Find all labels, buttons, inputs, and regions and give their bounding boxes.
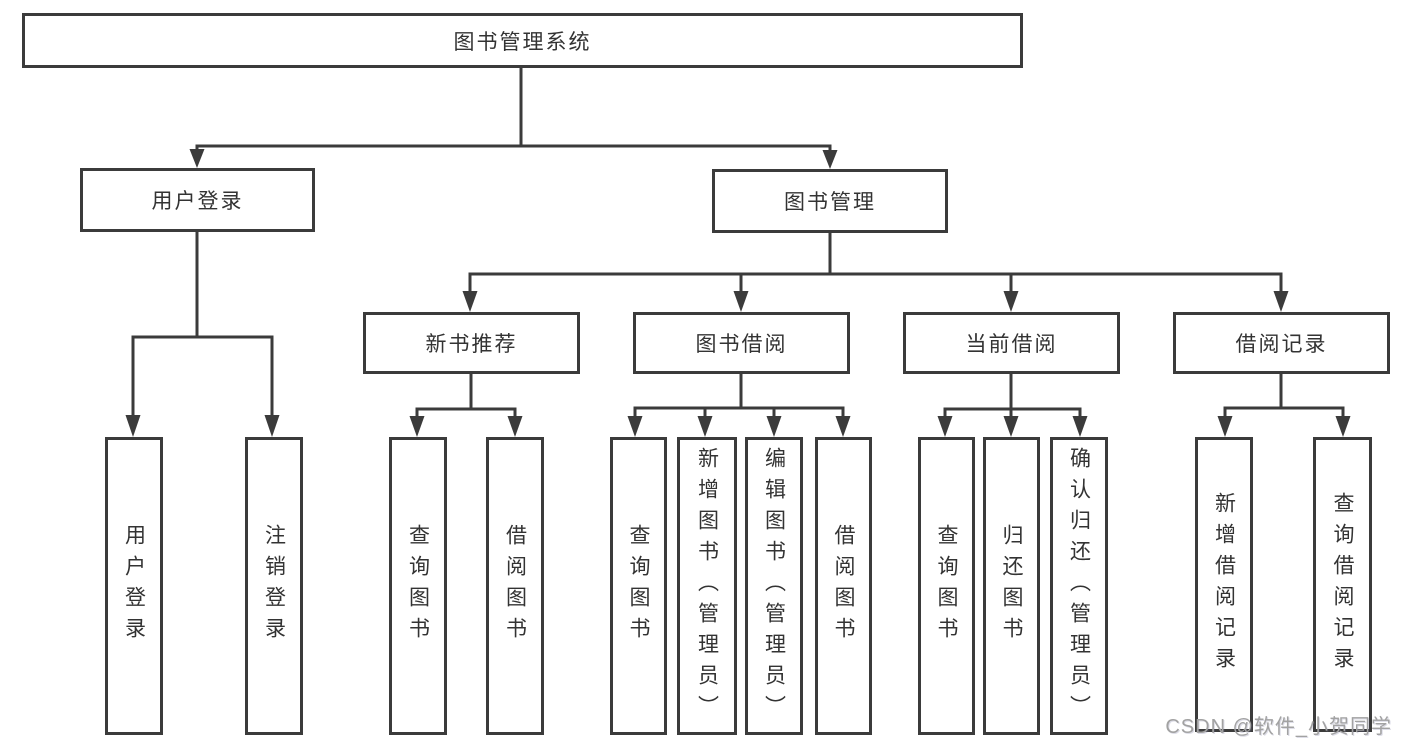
watermark: CSDN @软件_小贺同学 (1165, 716, 1392, 738)
node-book-management: 图书管理 (712, 169, 948, 233)
leaf-add-book-admin: 新增图书（管理员） (677, 437, 737, 735)
leaf-logout: 注销登录 (245, 437, 303, 735)
leaf-query-books-current: 查询图书 (918, 437, 975, 735)
node-book-borrow: 图书借阅 (633, 312, 850, 374)
node-current-borrow: 当前借阅 (903, 312, 1120, 374)
node-root: 图书管理系统 (22, 13, 1023, 68)
leaf-query-books-recommend: 查询图书 (389, 437, 447, 735)
node-user-login: 用户登录 (80, 168, 315, 232)
leaf-query-borrow-record: 查询借阅记录 (1313, 437, 1372, 732)
leaf-query-books-borrow: 查询图书 (610, 437, 667, 735)
node-new-book-recommend: 新书推荐 (363, 312, 580, 374)
leaf-confirm-return-admin: 确认归还（管理员） (1050, 437, 1108, 735)
leaf-edit-book-admin: 编辑图书（管理员） (745, 437, 803, 735)
leaf-return-book: 归还图书 (983, 437, 1040, 735)
leaf-borrow-books: 借阅图书 (815, 437, 872, 735)
leaf-user-login: 用户登录 (105, 437, 163, 735)
arrowheads (125, 149, 1351, 437)
leaf-add-borrow-record: 新增借阅记录 (1195, 437, 1253, 732)
node-borrow-records: 借阅记录 (1173, 312, 1390, 374)
leaf-borrow-books-recommend: 借阅图书 (486, 437, 544, 735)
